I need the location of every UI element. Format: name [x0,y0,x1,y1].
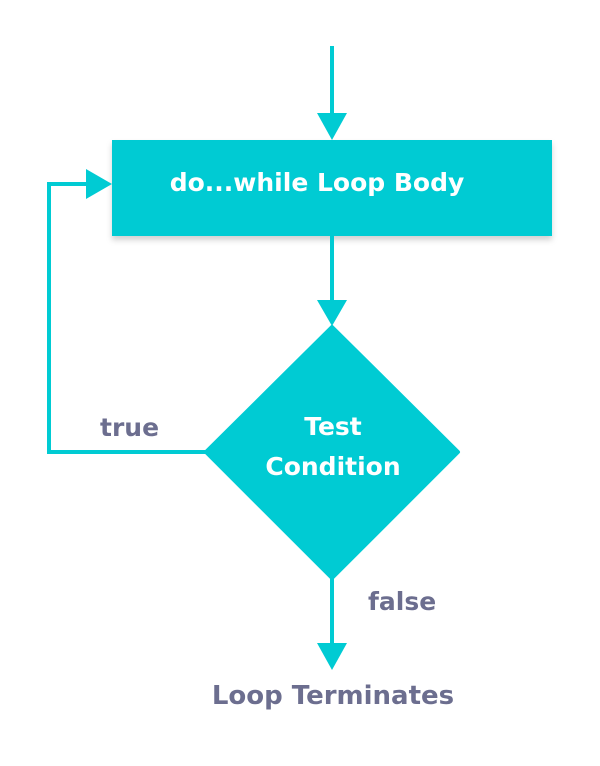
condition-label-line-2: Condition [265,452,401,481]
condition-label: Test Condition [233,407,433,487]
loop-body-label: do...while Loop Body [169,168,465,197]
condition-label-line-1: Test [304,412,362,441]
true-loop-back-arrowhead [86,169,112,199]
body-to-condition-arrowhead [317,300,347,326]
false-edge-label: false [368,587,437,616]
true-edge-label: true [100,413,160,442]
loop-body-box [112,140,552,236]
false-exit-arrowhead [317,643,347,670]
true-loop-back-line [47,182,208,454]
loop-terminates-label: Loop Terminates [211,681,455,711]
entry-arrowhead [317,113,347,140]
